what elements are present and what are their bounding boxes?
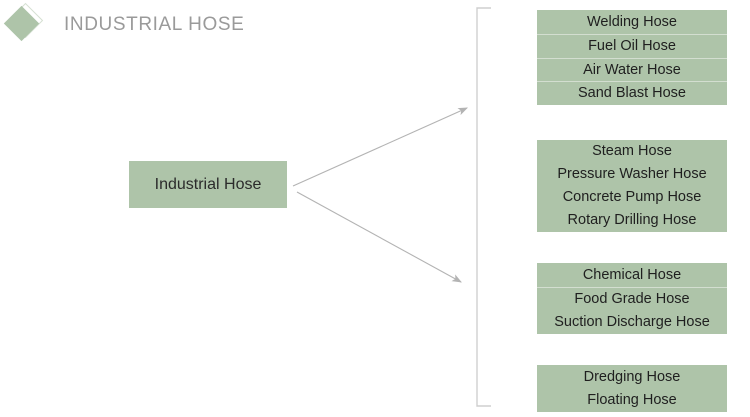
category-group-steam[interactable]: Steam Hose Pressure Washer Hose Concrete…: [537, 140, 727, 232]
category-item[interactable]: Steam Hose: [592, 143, 672, 160]
category-group-welding[interactable]: Welding Hose Fuel Oil Hose Air Water Hos…: [537, 10, 727, 105]
arrow-up: [292, 107, 469, 187]
diamond-icon: [3, 2, 44, 42]
page-title: INDUSTRIAL HOSE: [64, 14, 245, 35]
category-item[interactable]: Air Water Hose: [537, 57, 727, 82]
root-node-label: Industrial Hose: [154, 175, 262, 193]
category-item[interactable]: Floating Hose: [587, 392, 677, 408]
category-group-chemical[interactable]: Chemical Hose Food Grade Hose Suction Di…: [537, 263, 727, 334]
group-bracket: [476, 7, 491, 407]
category-item[interactable]: Sand Blast Hose: [537, 81, 727, 105]
category-item[interactable]: Dredging Hose: [583, 368, 681, 385]
category-item[interactable]: Food Grade Hose: [537, 286, 727, 311]
category-item[interactable]: Pressure Washer Hose: [557, 166, 707, 183]
category-item[interactable]: Concrete Pump Hose: [562, 189, 702, 206]
category-item[interactable]: Fuel Oil Hose: [537, 33, 727, 58]
category-item[interactable]: Rotary Drilling Hose: [567, 212, 697, 229]
category-item[interactable]: Chemical Hose: [582, 266, 682, 283]
category-group-dredging[interactable]: Dredging Hose Floating Hose: [537, 365, 727, 412]
category-item[interactable]: Suction Discharge Hose: [554, 313, 710, 330]
root-node-industrial-hose[interactable]: Industrial Hose: [129, 161, 287, 208]
arrow-down: [296, 191, 462, 283]
category-item[interactable]: Welding Hose: [586, 13, 677, 30]
